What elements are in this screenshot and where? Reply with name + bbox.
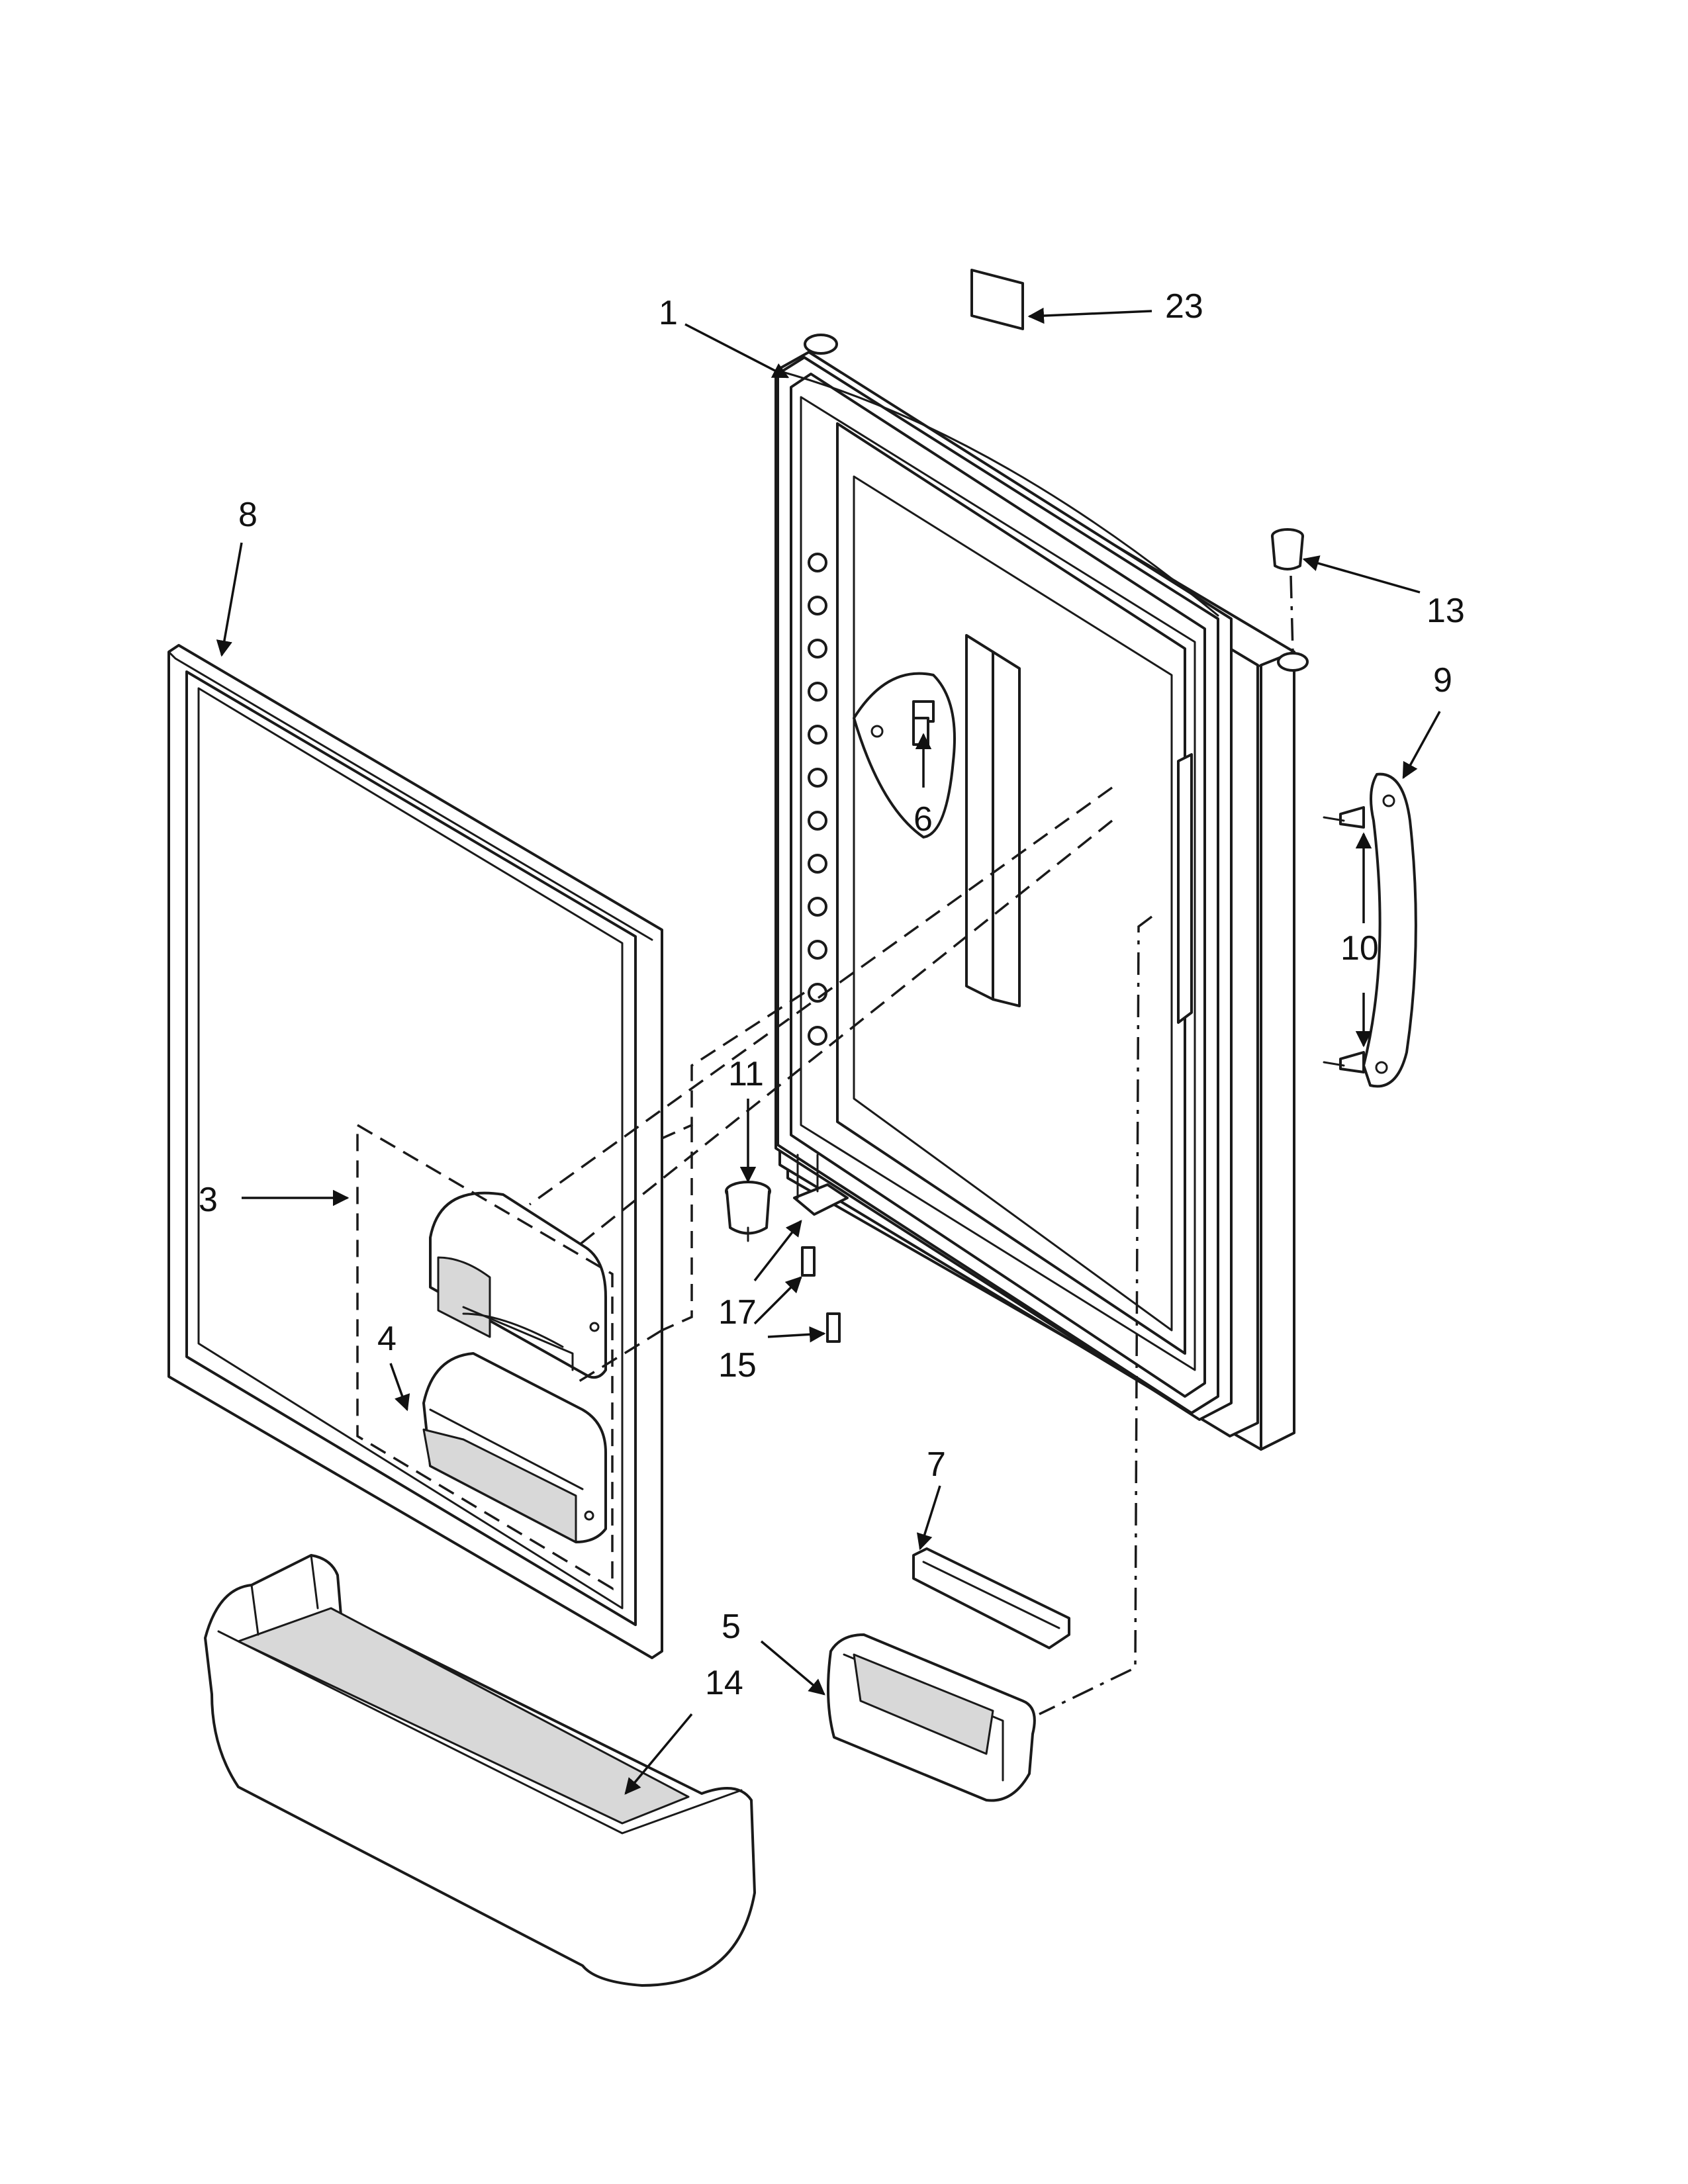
- part-1-door-assembly: [774, 334, 1309, 1451]
- callout-23: 23: [1165, 287, 1203, 326]
- part-5-small-bin: [827, 1633, 1036, 1802]
- callout-4: 4: [377, 1320, 397, 1358]
- callout-17: 17: [718, 1293, 757, 1332]
- part-17-bracket: [793, 1154, 849, 1216]
- assembly-guide-lines: [528, 786, 1153, 1715]
- callout-11: 11: [728, 1055, 764, 1093]
- part-23-label: [970, 269, 1024, 330]
- callout-8: 8: [238, 496, 258, 534]
- assembly-outline-3-4: [356, 1122, 614, 1591]
- callout-3: 3: [199, 1181, 218, 1219]
- part-14-door-bin: [204, 1554, 756, 1987]
- part-4-bin: [422, 1352, 607, 1543]
- callout-15: 15: [718, 1346, 757, 1385]
- callout-10: 10: [1340, 929, 1379, 968]
- part-3-housing: [429, 1191, 607, 1379]
- part-15-screws: [801, 1246, 841, 1343]
- callout-9: 9: [1433, 661, 1452, 700]
- part-13-cap: [1271, 528, 1304, 653]
- callout-6: 6: [914, 800, 933, 839]
- part-7-shelf-cover: [912, 1547, 1070, 1649]
- callout-1: 1: [659, 294, 678, 332]
- callout-13: 13: [1427, 592, 1465, 630]
- leader-lines: [216, 307, 1441, 1795]
- part-11-plug: [725, 1181, 771, 1242]
- callout-5: 5: [722, 1608, 741, 1646]
- part-9-handle: [1362, 772, 1417, 1088]
- shelf-peg-row: [808, 553, 827, 1046]
- callout-labels: 1 23 8 13 9 6 10 11 3 17 4 15 7 5 14: [199, 287, 1465, 1702]
- callout-14: 14: [705, 1664, 743, 1702]
- part-10-screws: [1323, 806, 1365, 1073]
- callout-7: 7: [927, 1445, 946, 1484]
